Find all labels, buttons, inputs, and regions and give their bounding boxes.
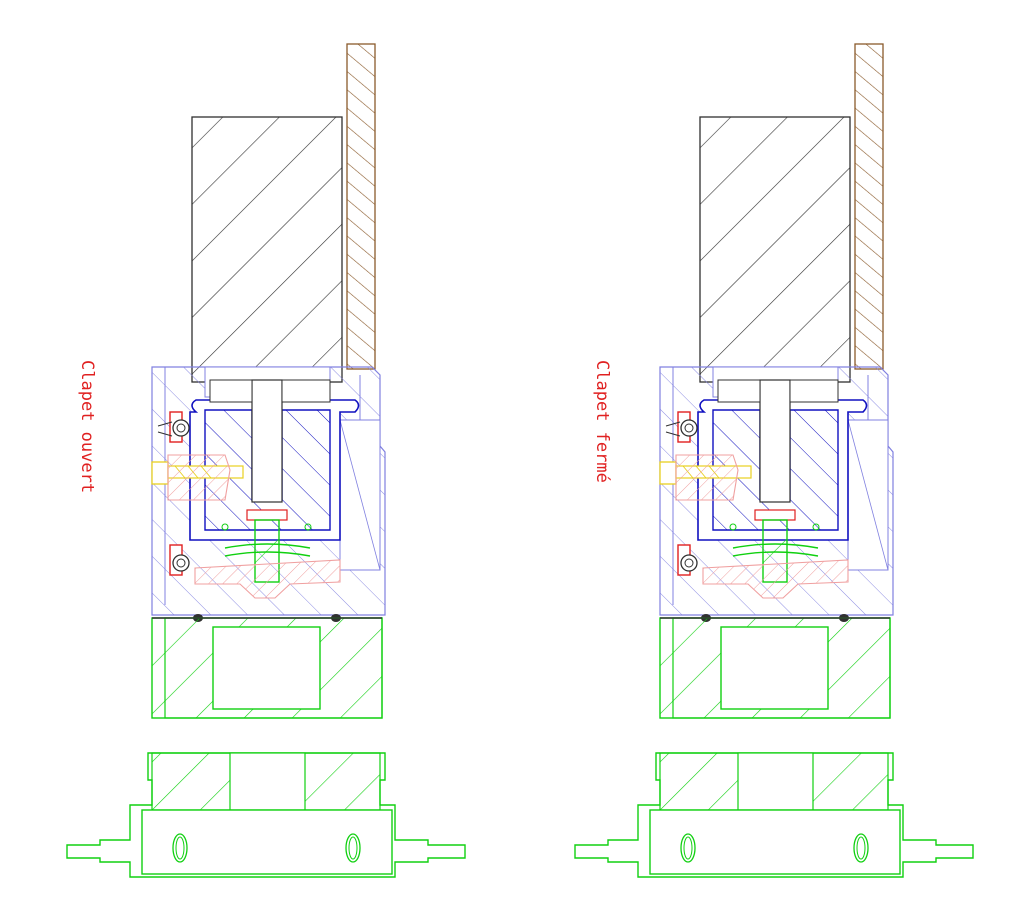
- label-valve-open: Clapet ouvert: [77, 360, 97, 493]
- assembly-valve-closed: [574, 43, 974, 878]
- assembly-valve-open: [66, 43, 466, 878]
- label-valve-closed: Clapet fermé: [592, 360, 612, 483]
